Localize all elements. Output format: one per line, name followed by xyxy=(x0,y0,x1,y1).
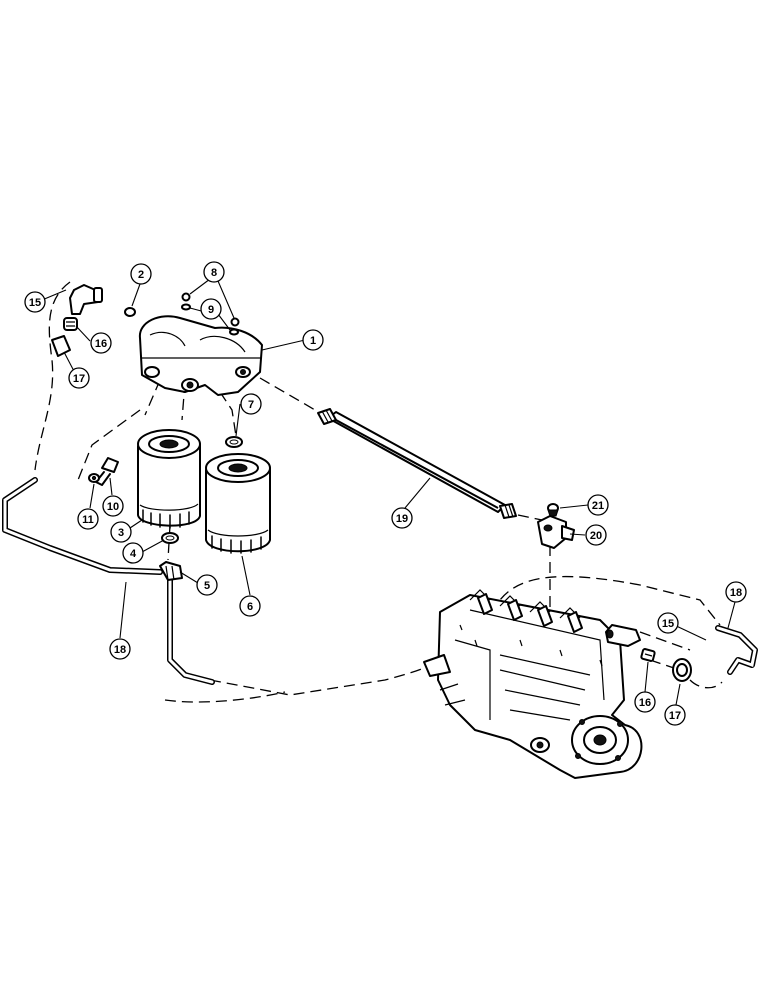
callout-19: 19 xyxy=(391,507,413,529)
svg-text:16: 16 xyxy=(95,338,107,350)
svg-text:4: 4 xyxy=(130,548,137,560)
callout-1: 1 xyxy=(302,329,324,351)
callout-6: 6 xyxy=(239,595,261,617)
assembly-dashed-lines xyxy=(34,281,723,703)
callout-11: 11 xyxy=(77,508,99,530)
fitting-icon xyxy=(225,436,243,448)
svg-text:18: 18 xyxy=(114,644,126,656)
fitting-icon xyxy=(124,292,240,336)
callout-17-right: 17 xyxy=(664,704,686,726)
svg-text:20: 20 xyxy=(590,530,602,542)
fitting-icon xyxy=(605,624,692,682)
svg-text:21: 21 xyxy=(592,500,604,512)
fuel-line-icon xyxy=(2,477,215,685)
callout-20: 20 xyxy=(585,524,607,546)
svg-text:1: 1 xyxy=(310,335,316,347)
injection-pump-icon xyxy=(423,589,643,779)
callout-17-left: 17 xyxy=(68,367,90,389)
callout-5: 5 xyxy=(196,574,218,596)
svg-text:10: 10 xyxy=(107,501,119,513)
svg-text:7: 7 xyxy=(248,399,254,411)
fitting-icon xyxy=(51,284,103,357)
callout-15-right: 15 xyxy=(657,612,679,634)
svg-text:17: 17 xyxy=(73,373,85,385)
fuel-line-icon xyxy=(715,625,758,675)
filter-cartridge-icon xyxy=(205,453,271,554)
callout-8: 8 xyxy=(203,261,225,283)
svg-text:9: 9 xyxy=(208,304,214,316)
svg-text:2: 2 xyxy=(138,269,144,281)
callout-4: 4 xyxy=(122,542,144,564)
filter-cartridge-icon xyxy=(137,429,201,529)
svg-text:16: 16 xyxy=(639,697,651,709)
callout-18-right: 18 xyxy=(725,581,747,603)
callout-10: 10 xyxy=(102,495,124,517)
callout-18-left: 18 xyxy=(109,638,131,660)
svg-text:6: 6 xyxy=(247,601,253,613)
svg-text:19: 19 xyxy=(396,513,408,525)
callout-3: 3 xyxy=(110,521,132,543)
fuel-line-icon xyxy=(317,408,517,519)
callout-16-right: 16 xyxy=(634,691,656,713)
callout-9: 9 xyxy=(200,298,222,320)
filter-head-icon xyxy=(138,315,263,396)
svg-text:15: 15 xyxy=(662,618,674,630)
svg-text:11: 11 xyxy=(82,514,94,526)
fitting-icon xyxy=(537,503,575,549)
svg-text:8: 8 xyxy=(211,267,217,279)
callout-2: 2 xyxy=(130,263,152,285)
svg-text:5: 5 xyxy=(204,580,210,592)
svg-text:18: 18 xyxy=(730,587,742,599)
svg-text:17: 17 xyxy=(669,710,681,722)
svg-text:15: 15 xyxy=(29,297,41,309)
callout-21: 21 xyxy=(587,494,609,516)
callout-16-left: 16 xyxy=(90,332,112,354)
callout-7: 7 xyxy=(240,393,262,415)
svg-text:3: 3 xyxy=(118,527,124,539)
callout-15-left: 15 xyxy=(24,291,46,313)
fitting-icon xyxy=(88,457,183,581)
